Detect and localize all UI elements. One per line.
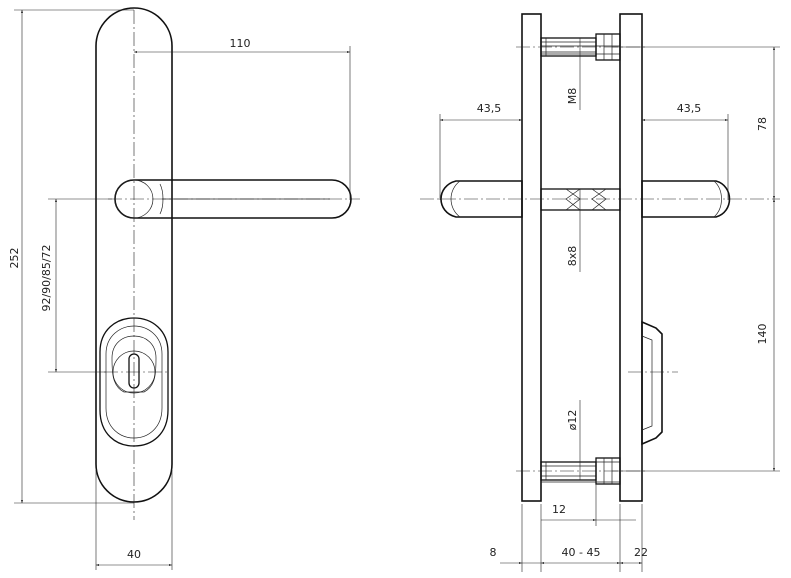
door-body — [541, 45, 620, 483]
cylinder-guard — [641, 320, 663, 446]
dim-overall-height: 252 — [8, 9, 134, 504]
dim-handle-length: 110 — [134, 37, 351, 200]
dim-offset-label: 12 — [552, 503, 566, 516]
side-view: M8 8x8 ø12 43,5 43,5 78 — [420, 13, 780, 572]
side-centerlines — [420, 46, 780, 472]
dim-plate-width: 40 — [95, 470, 173, 570]
dim-diameter: ø12 — [566, 400, 581, 480]
dim-vertical-upper-label: 78 — [756, 117, 769, 131]
dim-thread: M8 — [566, 38, 581, 110]
front-view: 252 92/90/85/72 110 40 — [8, 7, 360, 570]
dim-handle-right: 43,5 — [642, 102, 729, 200]
right-handle — [641, 180, 731, 218]
bottom-extension-lines — [521, 484, 643, 572]
backplate-outline — [95, 7, 173, 503]
dim-plate-width-label: 40 — [127, 548, 141, 561]
dim-door-thickness-label: 40 - 45 — [562, 546, 601, 559]
dim-shield-thickness: 22 — [620, 546, 648, 565]
escutcheon-rosette — [99, 317, 169, 447]
dim-square-label: 8x8 — [566, 246, 579, 267]
dim-shield-thickness-label: 22 — [634, 546, 648, 559]
right-shield — [619, 13, 643, 502]
dim-spindle-spacing-label: 92/90/85/72 — [40, 244, 53, 311]
dim-thread-label: M8 — [566, 88, 579, 105]
front-centerlines — [104, 10, 360, 520]
dim-vertical-lower-label: 140 — [756, 324, 769, 345]
square-spindle — [540, 188, 621, 211]
dim-handle-right-label: 43,5 — [677, 102, 702, 115]
dim-door-thickness: 40 - 45 — [541, 546, 620, 565]
dim-vertical-upper: 78 — [612, 46, 780, 199]
dim-overall-height-label: 252 — [8, 248, 21, 269]
left-backplate — [521, 13, 542, 502]
dim-square: 8x8 — [566, 189, 581, 272]
dim-handle-left: 43,5 — [439, 102, 522, 200]
dim-plate-thickness: 8 — [490, 546, 541, 565]
dim-handle-left-label: 43,5 — [477, 102, 502, 115]
dim-plate-thickness-label: 8 — [490, 546, 497, 559]
dim-spindle-spacing: 92/90/85/72 — [40, 198, 112, 373]
dim-handle-length-label: 110 — [230, 37, 251, 50]
dim-vertical-lower: 140 — [612, 199, 780, 472]
dim-offset: 12 — [541, 503, 636, 522]
dim-diameter-label: ø12 — [566, 410, 579, 431]
